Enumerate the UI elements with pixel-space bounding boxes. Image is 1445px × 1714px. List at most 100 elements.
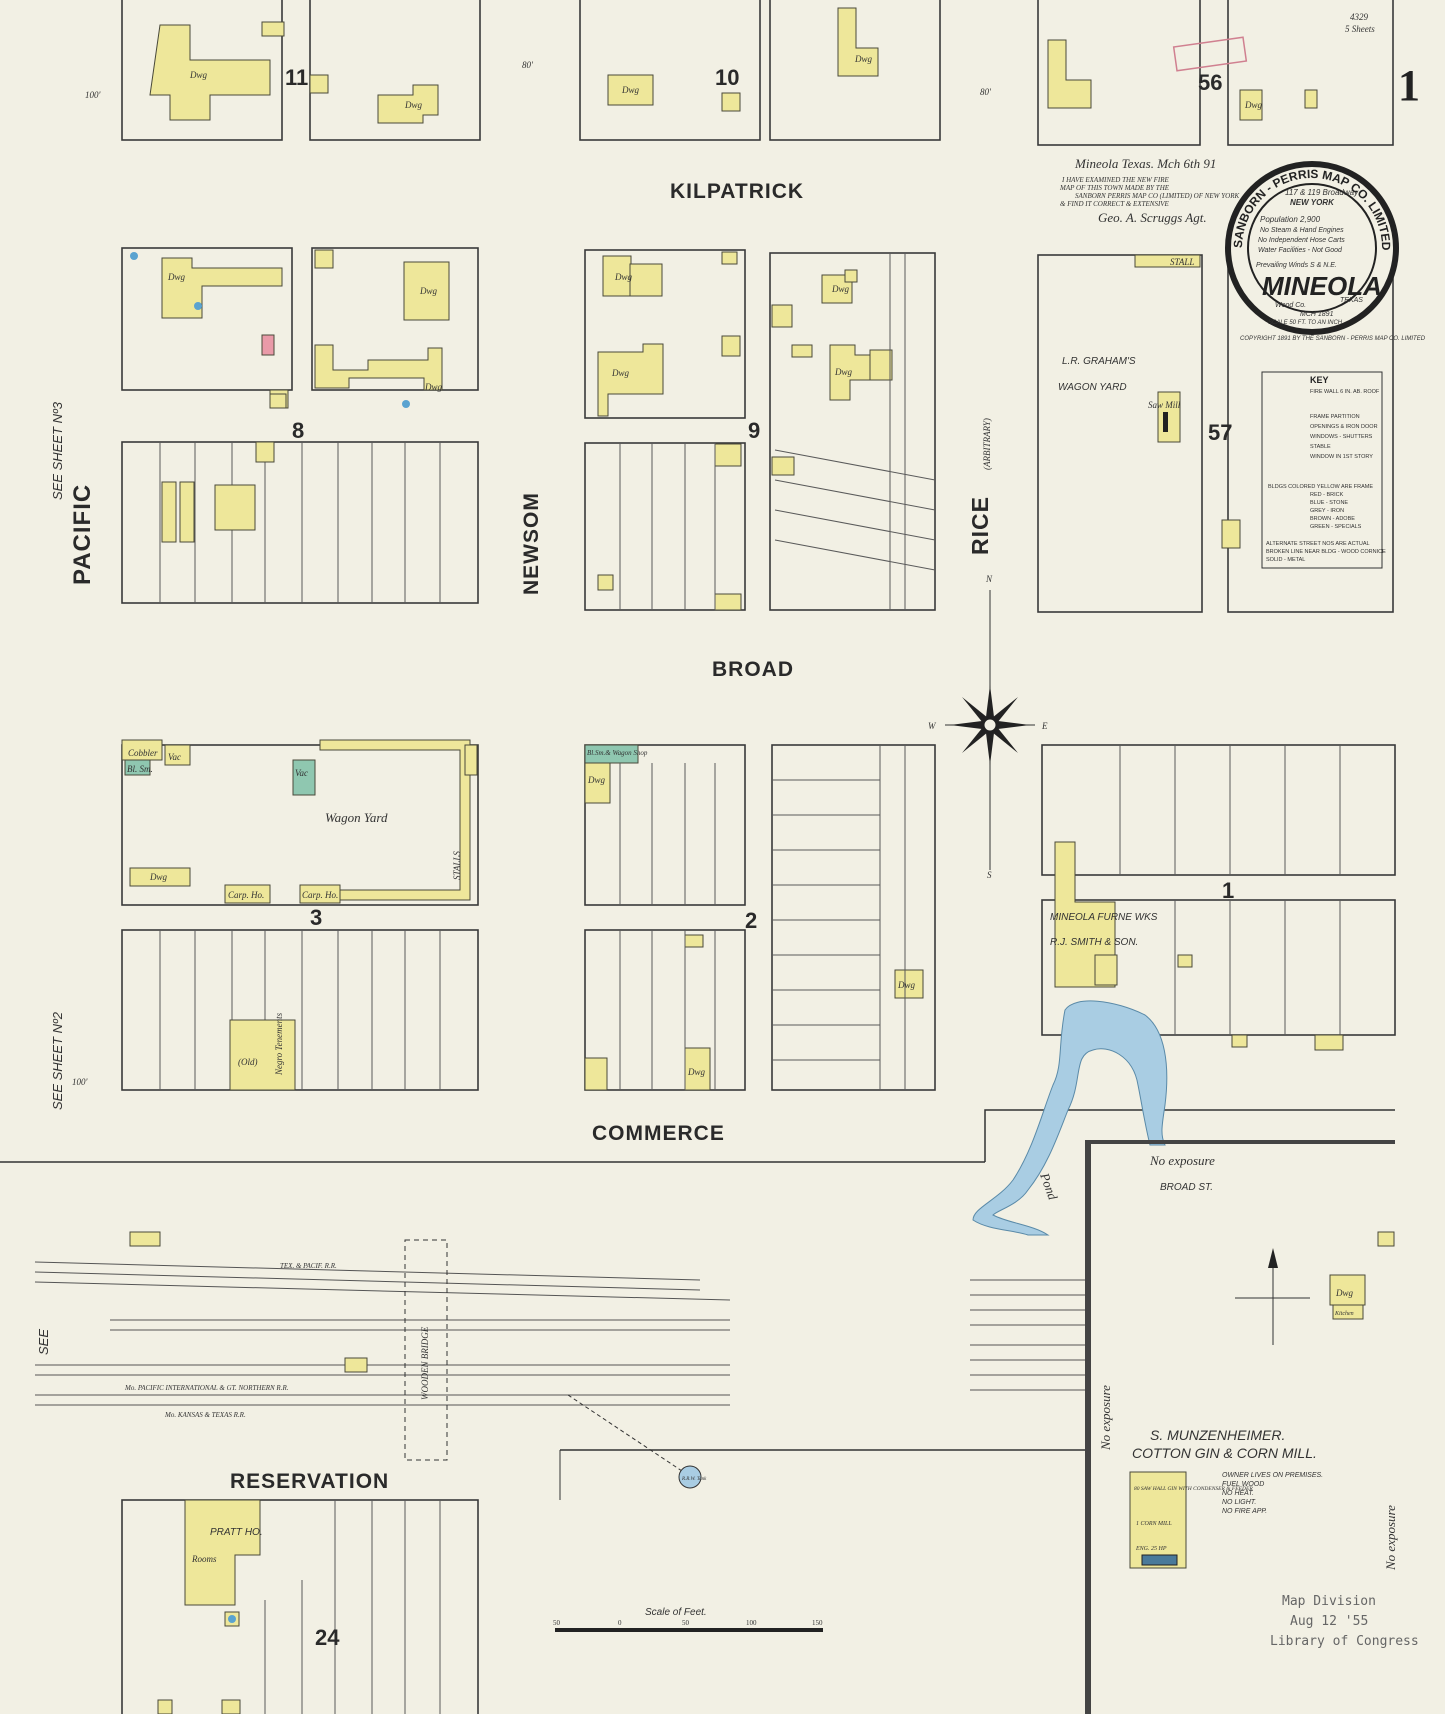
certification: Mineola Texas. Mch 6th 91 I HAVE EXAMINE… [1059,156,1239,225]
street-label-broad-st: BROAD ST. [1160,1182,1213,1193]
street-width: 100' [85,90,102,100]
street-label-reservation: RESERVATION [230,1470,389,1493]
street-label-pacific: PACIFIC [69,484,96,585]
building-label: Dwg [424,382,443,392]
scale-tick: 0 [618,1619,622,1627]
street-width: 80' [980,87,992,97]
key-item: STABLE [1310,444,1331,450]
building-label: Dwg [167,272,186,282]
block-2: Bl.Sm.& Wagon Shop Dwg Dwg Dwg 2 [584,744,936,1091]
cartouche-city: NEW YORK [1290,198,1335,207]
certification-line: MAP OF THIS TOWN MADE BY THE [1059,184,1170,192]
building-label: Cobbler [128,748,158,758]
building-label: Vac [295,768,308,778]
block-56: 56 Dwg 1 4329 5 Sheets [1037,0,1420,146]
block-number: 8 [292,418,304,443]
railroad-label: Mo. KANSAS & TEXAS R.R. [164,1411,246,1419]
building-label: Dwg [621,85,640,95]
block-10: 10 Dwg Dwg [579,0,941,141]
building-label: Dwg [834,367,853,377]
key-item: ALTERNATE STREET NOS ARE ACTUAL [1266,541,1370,547]
building-label: Dwg [404,100,423,110]
building-label: Dwg [587,775,606,785]
received-stamp [1172,36,1248,72]
key-item: WINDOWS - SHUTTERS [1310,434,1373,440]
building-label: Dwg [189,70,208,80]
stamp-line: Map Division [1282,1594,1376,1609]
note-line: FUEL WOOD [1222,1481,1264,1488]
building-label: Bl.Sm.& Wagon Shop [587,749,648,757]
key-item: BROKEN LINE NEAR BLDG - WOOD CORNICE [1266,549,1386,555]
block-number: 11 [285,65,308,90]
corner-note: 5 Sheets [1345,24,1375,34]
key-item: FRAME PARTITION [1310,414,1360,420]
note-line: NO HEAT. [1222,1490,1254,1497]
certification-line: I HAVE EXAMINED THE NEW FIRE [1061,176,1169,184]
sheet-number: 1 [1398,61,1420,110]
library-stamp: Map Division Aug 12 '55 Library of Congr… [1270,1594,1419,1649]
building-label: Saw Mill [1148,400,1181,410]
tank-label: R.R.W. Tank [681,1477,707,1482]
compass-n: N [985,574,993,584]
building-label: STALL [1170,257,1194,267]
no-exposure-label: No exposure [1098,1385,1113,1451]
note-line: NO LIGHT. [1222,1499,1256,1506]
building-label: Dwg [149,872,168,882]
no-exposure-label: No exposure [1149,1153,1215,1168]
block-11: 11 Dwg Dwg [121,0,481,141]
stamp-line: Library of Congress [1270,1634,1419,1649]
compass-e: E [1041,721,1048,731]
key-item: FIRE WALL 6 IN. AB. ROOF [1310,389,1380,395]
yard-label: L.R. GRAHAM'S [1062,356,1136,367]
railroads: WOODEN BRIDGE TEX. & PACIF. R.R. Mo. PAC… [34,1231,1090,1489]
see-sheet-2-note: SEE SHEET Nº2 [50,1011,65,1110]
certification-line: SANBORN PERRIS MAP CO (LIMITED) OF NEW Y… [1075,192,1239,200]
street-width: 80' [522,60,534,70]
key-item: RED - BRICK [1310,492,1344,498]
block-number: 1 [1222,878,1234,903]
scale-tick: 50 [553,1619,561,1627]
street-label-newsom: NEWSOM [520,492,543,595]
business-label: COTTON GIN & CORN MILL. [1132,1445,1317,1461]
engines: No Steam & Hand Engines [1260,227,1344,234]
block-number: 2 [745,908,757,933]
arbitrary-note: (ARBITRARY) [982,418,992,470]
building-label: Bl. Sm. [127,764,153,774]
building-label: Dwg [831,284,850,294]
town-name: MINEOLA [1262,271,1382,301]
building-label: Vac [168,752,181,762]
building-label: 1 CORN MILL [1136,1521,1172,1527]
railroad-label: Mo. PACIFIC INTERNATIONAL & GT. NORTHERN… [124,1384,289,1392]
building-label: Dwg [419,286,438,296]
key-item: WINDOW IN 1ST STORY [1310,454,1373,460]
building-label: (Old) [238,1057,258,1067]
railroad-label: TEX. & PACIF. R.R. [280,1262,337,1270]
compass-rose: N S W E [928,574,1048,880]
building-label: Rooms [191,1554,217,1564]
owner-label: S. MUNZENHEIMER. [1150,1427,1285,1443]
cartouche-address: 117 & 119 Broadway [1285,188,1359,197]
scale-bar: Scale of Feet. 50 0 50 100 150 [553,1607,823,1632]
no-exposure-label: No exposure [1383,1505,1398,1571]
signature: Geo. A. Scruggs Agt. [1098,210,1207,225]
inset-panel: No exposure BROAD ST. No exposure No exp… [1085,1140,1398,1714]
map-key: KEY FIRE WALL 6 IN. AB. ROOF FRAME PARTI… [1261,371,1386,569]
block-number: 24 [315,1625,340,1650]
key-title: KEY [1310,375,1329,385]
street-label-rice: RICE [967,496,993,555]
certification-date: Mineola Texas. Mch 6th 91 [1074,156,1216,171]
building-label: Dwg [897,980,916,990]
building-label: 80 SAW HALL GIN WITH CONDENSER & FEEDER [1134,1486,1253,1492]
see-sheet-3-note: SEE SHEET Nº3 [50,401,65,500]
scale-tick: 50 [682,1619,690,1627]
building-label: Dwg [611,368,630,378]
block-number: 10 [715,65,739,90]
building-label: Carp. Ho. [228,890,264,900]
building-label: Dwg [1244,100,1263,110]
street-label-kilpatrick: KILPATRICK [670,180,804,203]
building-label: MINEOLA FURNE WKS [1050,912,1158,923]
street-label-commerce: COMMERCE [592,1122,725,1145]
certification-line: & FIND IT CORRECT & EXTENSIVE [1060,200,1170,208]
block-number: 9 [748,418,760,443]
